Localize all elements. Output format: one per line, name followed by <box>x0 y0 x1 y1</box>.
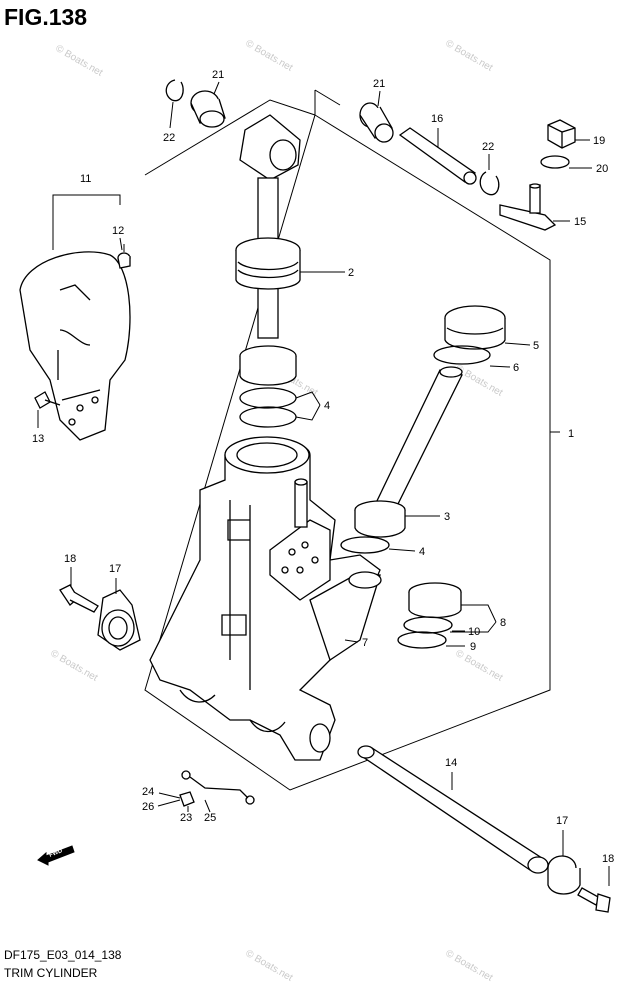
o-ring-4-lower <box>340 536 390 554</box>
circlip-22-left <box>165 79 184 102</box>
grommet-12 <box>117 252 131 269</box>
figure-name: TRIM CYLINDER <box>4 966 98 980</box>
watermark-text: © Boats.net <box>244 38 295 74</box>
rod-guide-2 <box>235 237 301 290</box>
o-ring-4-upper-a <box>239 387 297 409</box>
watermark-text: © Boats.net <box>454 648 505 684</box>
tilt-rod-3 <box>354 366 463 538</box>
callout-15: 15 <box>574 216 586 228</box>
bushing-17-left <box>97 589 141 651</box>
watermark-text: © Boats.net <box>54 43 105 79</box>
bolt-18-right <box>577 887 611 913</box>
callout-14: 14 <box>445 757 457 769</box>
callout-26: 26 <box>142 801 154 813</box>
screw-13 <box>34 391 61 409</box>
callout-17-right: 17 <box>556 815 568 827</box>
shaft-16 <box>398 127 477 185</box>
callout-3: 3 <box>444 511 450 523</box>
callout-19: 19 <box>593 135 605 147</box>
piston <box>239 345 297 386</box>
callout-1: 1 <box>568 428 574 440</box>
callout-17-left: 17 <box>109 563 121 575</box>
bushing-21-right <box>359 102 394 143</box>
callout-11: 11 <box>80 173 91 185</box>
callout-9: 9 <box>470 641 476 653</box>
o-ring-4-upper-b <box>239 406 297 428</box>
callout-labels: 1 2 3 4 4 5 6 7 8 9 10 11 12 13 14 15 16… <box>32 69 614 865</box>
valve-15 <box>499 183 557 231</box>
callout-6: 6 <box>513 362 519 374</box>
figure-code: DF175_E03_014_138 <box>4 948 122 962</box>
callout-5: 5 <box>533 340 539 352</box>
callout-12: 12 <box>112 225 124 237</box>
callout-13: 13 <box>32 433 44 445</box>
callout-25: 25 <box>204 812 216 824</box>
callout-7: 7 <box>362 637 368 649</box>
callout-18-left: 18 <box>64 553 76 565</box>
watermark-text: © Boats.net <box>49 648 100 684</box>
callout-21-right: 21 <box>373 78 385 90</box>
shaft-14 <box>357 745 549 874</box>
callout-21-left: 21 <box>212 69 224 81</box>
callout-16: 16 <box>431 113 443 125</box>
assembly-outline <box>144 89 551 791</box>
watermark-text: © Boats.net <box>444 948 495 984</box>
fwd-label: FWD <box>49 848 65 859</box>
ground-wire-23 <box>179 770 255 807</box>
leader-lines <box>37 81 610 886</box>
watermark-text: © Boats.net <box>244 948 295 984</box>
callout-18-right: 18 <box>602 853 614 865</box>
watermark-text: © Boats.net <box>454 363 505 399</box>
o-ring-6 <box>433 345 491 365</box>
watermark-text: © Boats.net <box>444 38 495 74</box>
fwd-arrow-icon: FWD <box>37 845 75 866</box>
bushing-17-right <box>547 855 581 895</box>
callout-22-left: 22 <box>163 132 175 144</box>
callout-4-lower: 4 <box>419 546 425 558</box>
bolt-18-left <box>59 584 99 613</box>
bushing-21-left <box>190 90 226 128</box>
callout-8: 8 <box>500 617 506 629</box>
callout-22-right: 22 <box>482 141 494 153</box>
o-ring-9 <box>397 631 447 649</box>
gland-5 <box>444 305 506 350</box>
piston-set-8 <box>408 582 462 619</box>
callout-4-upper: 4 <box>324 400 330 412</box>
callout-2: 2 <box>348 267 354 279</box>
callout-20: 20 <box>596 163 608 175</box>
circlip-22-right <box>479 171 500 196</box>
callout-24: 24 <box>142 786 154 798</box>
trim-rod <box>239 114 301 339</box>
nut-19 <box>547 119 576 149</box>
callout-23: 23 <box>180 812 192 824</box>
cover-11 <box>19 251 131 441</box>
figure-title: FIG.138 <box>4 4 88 30</box>
callout-10: 10 <box>468 626 480 638</box>
washer-20 <box>540 155 570 169</box>
cylinder-7 <box>309 571 382 662</box>
cylinder-body <box>149 436 381 761</box>
o-ring-10 <box>403 616 453 634</box>
